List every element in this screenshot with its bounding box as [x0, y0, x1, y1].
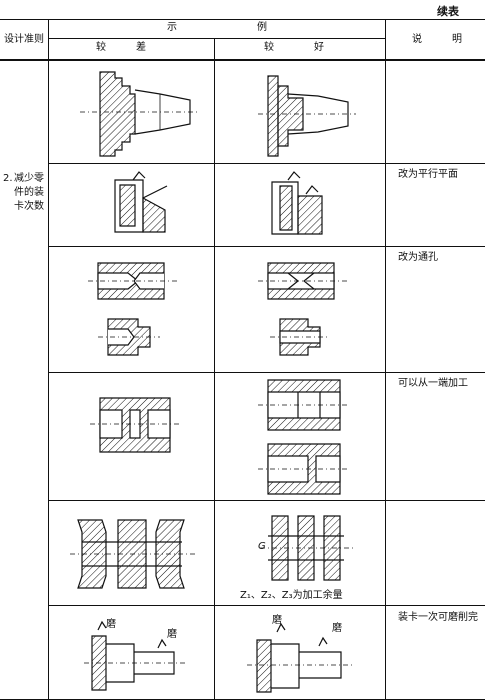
row-divider-3 — [48, 372, 485, 373]
header-note: 说 明 — [412, 34, 462, 45]
grind-label-bad-2: 磨 — [167, 629, 177, 640]
header-worse: 较 差 — [96, 42, 146, 53]
allowance-caption: Z₁、Z₂、Z₃为加工余量 — [240, 590, 343, 601]
row6-good-drawing — [247, 622, 353, 693]
row3-bad-drawing — [88, 262, 178, 356]
row3-good-drawing — [258, 262, 348, 356]
grind-label-bad-1: 磨 — [106, 619, 116, 630]
page-label: 续表 — [437, 5, 459, 18]
grind-label-good-2: 磨 — [332, 623, 342, 634]
row-divider-1 — [48, 163, 485, 164]
note-row-6: 装卡一次可磨削完 — [398, 612, 478, 623]
note-row-2: 改为平行平面 — [398, 169, 458, 180]
header-design-rule: 设计准则 — [4, 34, 44, 45]
col-divider-2 — [214, 38, 215, 700]
row4-good-drawing-top — [258, 379, 350, 431]
rule-line-2: 件的装 — [14, 187, 44, 198]
row2-bad-drawing — [114, 171, 168, 233]
col-divider-1 — [48, 19, 49, 700]
row5-good-drawing — [260, 515, 354, 581]
row5-bad-drawing — [70, 519, 197, 589]
note-row-4: 可以从一端加工 — [398, 378, 468, 389]
row-divider-4 — [48, 500, 485, 501]
rule-line-1: 减少零 — [14, 173, 44, 184]
header-divider — [48, 38, 385, 39]
row2-good-drawing — [271, 171, 323, 235]
row4-good-drawing-bottom — [258, 443, 350, 495]
rule-number: 2. — [3, 173, 13, 184]
table-top-border — [0, 19, 485, 20]
row-divider-5 — [48, 605, 485, 606]
row1-bad-drawing — [80, 71, 198, 157]
g-label: G — [258, 541, 266, 552]
note-row-3: 改为通孔 — [398, 252, 438, 263]
header-better: 较 好 — [264, 42, 324, 53]
row4-bad-drawing — [90, 397, 180, 453]
header-example: 示 例 — [167, 22, 267, 33]
grind-label-good-1: 磨 — [272, 615, 282, 626]
col-divider-3 — [385, 19, 386, 700]
row-divider-2 — [48, 246, 485, 247]
rule-line-3: 卡次数 — [14, 201, 44, 212]
row1-good-drawing — [258, 75, 356, 157]
row6-bad-drawing — [84, 620, 188, 691]
header-bottom-border — [0, 59, 485, 61]
